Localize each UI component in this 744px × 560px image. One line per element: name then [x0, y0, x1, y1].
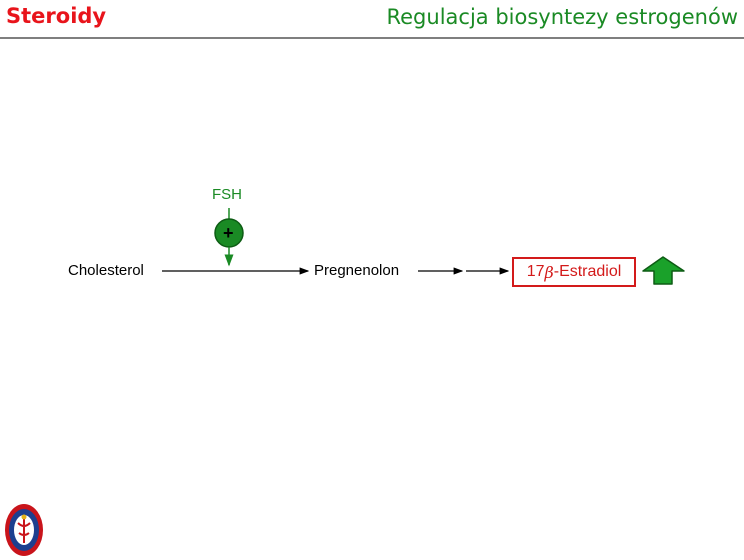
node-pregnenolon: Pregnenolon — [314, 262, 400, 279]
estradiol-suffix: -Estradiol — [553, 263, 622, 280]
header-divider — [0, 37, 744, 39]
estradiol-beta: β — [544, 262, 554, 282]
node-cholesterol: Cholesterol — [68, 262, 144, 279]
activation-sign: + — [223, 223, 234, 243]
section-title: Steroidy — [6, 4, 107, 28]
slide-title: Regulacja biosyntezy estrogenów — [386, 5, 738, 29]
university-seal-logo — [5, 504, 43, 556]
up-arrow-icon — [642, 256, 685, 285]
fsh-label: FSH — [212, 186, 242, 203]
estradiol-prefix: 17 — [526, 263, 545, 280]
